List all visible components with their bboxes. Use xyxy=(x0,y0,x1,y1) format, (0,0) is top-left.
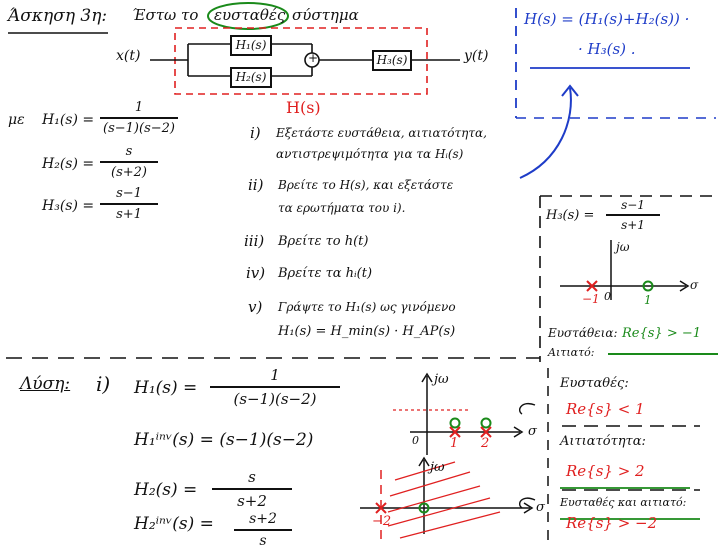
total-system-label: H(s) xyxy=(286,98,321,117)
question-5-num: v) xyxy=(248,298,263,316)
answer-both-condition: Re{s} > −2 xyxy=(566,514,658,532)
sol-h2-inverse-lhs: H₂ⁱⁿᵛ(s) = xyxy=(134,514,214,534)
sol-h2-inverse-num: s+2 xyxy=(249,511,277,527)
header-system: σύστημα xyxy=(292,6,359,24)
output-signal: y(t) xyxy=(464,48,489,64)
sol-h1-inverse: H₁ⁱⁿᵛ(s) = (s−1)(s−2) xyxy=(134,430,314,450)
question-4-num: iv) xyxy=(246,264,266,282)
plot1-jw: jω xyxy=(434,372,449,387)
answer-causal-label: Αιτιατότητα: xyxy=(560,434,646,449)
block-h2: H₂(s) xyxy=(230,67,272,88)
sol-h2-inverse-den: s xyxy=(259,533,267,549)
given-h1-fraction: 1 (s−1)(s−2) xyxy=(100,100,178,136)
question-2-line2: τα ερωτήματα του i). xyxy=(278,201,406,215)
answer-stable-label: Ευσταθές: xyxy=(560,376,629,391)
plot1-pole-2: 2 xyxy=(481,436,490,451)
plot2-sigma: σ xyxy=(536,500,545,515)
given-h1-den: (s−1)(s−2) xyxy=(103,121,175,136)
plot1-pole-1: 1 xyxy=(450,436,459,451)
question-3-num: iii) xyxy=(244,232,265,250)
h3-stable-label: Ευστάθεια: xyxy=(548,326,618,340)
given-h2-den: (s+2) xyxy=(111,165,147,180)
h3-plot-zero-label: 1 xyxy=(644,293,652,307)
h3-plot-pole-label: −1 xyxy=(582,292,600,306)
given-h2-fraction: s (s+2) xyxy=(100,144,158,180)
plot1-sigma: σ xyxy=(528,424,537,439)
given-h2-num: s xyxy=(125,144,133,159)
given-intro: με xyxy=(8,112,25,128)
question-1-num: i) xyxy=(250,124,261,142)
h3-causal-label: Αιτιατό: xyxy=(548,346,595,359)
question-1-line2: αντιστρεψιμότητα για τα Hᵢ(s) xyxy=(276,147,464,161)
answer-both-label: Ευσταθές και αιτιατό: xyxy=(560,496,687,509)
block-h3: H₃(s) xyxy=(372,50,412,71)
question-5-line1: Γράψτε το H₁(s) ως γινόμενο xyxy=(278,300,456,314)
given-h1-lhs: H₁(s) = xyxy=(42,112,95,128)
sol-h2-fraction: s s+2 xyxy=(212,468,292,510)
sol-h2-num: s xyxy=(248,468,256,486)
summer-plus: + xyxy=(308,51,319,65)
question-4-line1: Βρείτε τα hᵢ(t) xyxy=(278,266,373,281)
given-h3-num: s−1 xyxy=(116,186,142,201)
sol-h2-inverse-fraction: s+2 s xyxy=(234,511,292,549)
given-h2-lhs: H₂(s) = xyxy=(42,156,95,172)
given-h3-fraction: s−1 s+1 xyxy=(100,186,158,222)
sol-h1-num: 1 xyxy=(270,366,280,384)
h3-plot-num: s−1 xyxy=(621,198,645,212)
given-h3-den: s+1 xyxy=(116,207,142,222)
question-3-line1: Βρείτε το h(t) xyxy=(278,234,369,249)
h3-plot-sigma: σ xyxy=(690,278,699,292)
plot2-jw: jω xyxy=(430,460,445,475)
h3-plot-jw: jω xyxy=(616,240,630,254)
header-intro: Έστω το xyxy=(132,6,199,24)
question-5-line2: H₁(s) = H_min(s) · H_AP(s) xyxy=(278,324,456,339)
question-2-line1: Βρείτε το H(s), και εξετάστε xyxy=(278,178,454,192)
given-h3-lhs: H₃(s) = xyxy=(42,198,95,214)
sol-h2-lhs: H₂(s) = xyxy=(134,480,198,500)
h3-stable-condition: Re{s} > −1 xyxy=(622,326,702,341)
given-h1-num: 1 xyxy=(134,100,144,115)
input-signal: x(t) xyxy=(116,48,141,64)
answer-stable-condition: Re{s} < 1 xyxy=(566,400,645,418)
h3-plot-den: s+1 xyxy=(621,218,645,232)
sol-h1-lhs: H₁(s) = xyxy=(134,378,198,398)
plot1-origin: 0 xyxy=(412,434,419,447)
blue-note-line2: · H₃(s) . xyxy=(578,40,636,58)
sol-h2-den: s+2 xyxy=(237,492,267,510)
question-1-line1: Εξετάστε ευστάθεια, αιτιατότητα, xyxy=(276,126,487,140)
h3-plot-lhs: H₃(s) = xyxy=(546,208,595,223)
h3-plot-origin: 0 xyxy=(604,290,611,303)
sol-h1-fraction: 1 (s−1)(s−2) xyxy=(210,366,340,408)
answer-causal-condition: Re{s} > 2 xyxy=(566,462,645,480)
plot2-pole-label: −2 xyxy=(372,514,392,529)
solution-part: i) xyxy=(96,372,111,396)
blue-note-line1: H(s) = (H₁(s)+H₂(s)) · xyxy=(524,10,690,28)
sol-h1-den: (s−1)(s−2) xyxy=(233,390,317,408)
exercise-title: Άσκηση 3η: xyxy=(8,6,108,26)
circled-word: ευσταθές xyxy=(214,6,286,24)
h3-plot-fraction: s−1 s+1 xyxy=(606,198,660,232)
block-h1: H₁(s) xyxy=(230,35,272,56)
solution-label: Λύση: xyxy=(20,374,71,394)
question-2-num: ii) xyxy=(248,176,264,194)
